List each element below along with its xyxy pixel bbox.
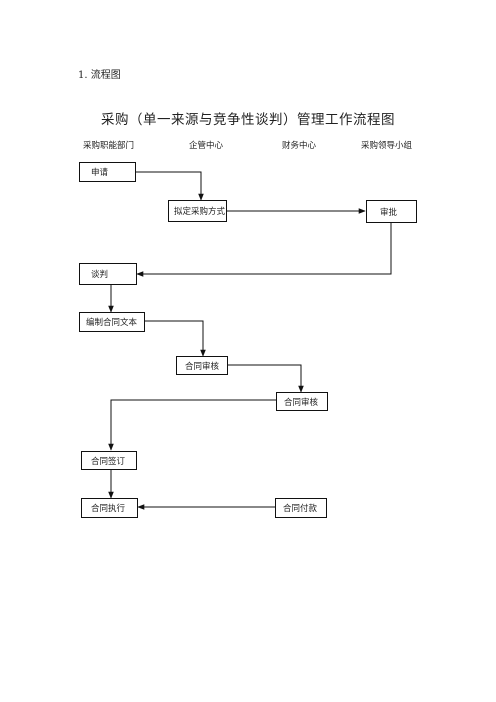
lane-finance: 财务中心 bbox=[282, 141, 317, 151]
node-approve: 审批 bbox=[366, 200, 417, 223]
node-sign-contract-label: 合同签订 bbox=[91, 456, 126, 467]
node-payment-label: 合同付款 bbox=[283, 504, 318, 514]
node-payment: 合同付款 bbox=[275, 498, 327, 518]
node-decide-method: 拟定采购方式 bbox=[168, 200, 227, 222]
edge-draft-contract-to-review-mgmt bbox=[145, 320, 206, 357]
node-contract-review-finance-label: 合同审核 bbox=[284, 397, 319, 408]
section-heading: 1. 流程图 bbox=[78, 70, 121, 81]
edge-review-finance-to-sign bbox=[108, 399, 276, 451]
node-contract-review-finance: 合同审核 bbox=[276, 392, 328, 411]
lane-procurement-dept: 采购职能部门 bbox=[83, 141, 135, 151]
node-execute-contract-label: 合同执行 bbox=[91, 504, 126, 514]
node-draft-contract: 编制合同文本 bbox=[79, 312, 145, 332]
node-contract-review-mgmt: 合同审核 bbox=[176, 356, 228, 375]
edge-apply-to-decide-method bbox=[136, 171, 204, 201]
node-negotiate-label: 谈判 bbox=[91, 270, 109, 280]
node-apply-label: 申请 bbox=[91, 168, 109, 178]
lane-enterprise-mgmt: 企管中心 bbox=[189, 141, 224, 151]
edge-review-mgmt-to-review-finance bbox=[228, 364, 304, 393]
node-execute-contract: 合同执行 bbox=[81, 498, 138, 518]
lane-leadership: 采购领导小组 bbox=[361, 141, 413, 151]
node-approve-label: 审批 bbox=[380, 207, 398, 218]
node-negotiate: 谈判 bbox=[79, 263, 137, 285]
node-decide-method-label: 拟定采购方式 bbox=[174, 207, 226, 217]
node-draft-contract-label: 编制合同文本 bbox=[86, 318, 138, 328]
edge-approve-to-negotiate bbox=[136, 223, 392, 277]
node-contract-review-mgmt-label: 合同审核 bbox=[185, 361, 220, 372]
flowchart-title: 采购（单一来源与竞争性谈判）管理工作流程图 bbox=[101, 112, 395, 128]
node-sign-contract: 合同签订 bbox=[81, 451, 137, 470]
node-apply: 申请 bbox=[79, 162, 136, 182]
